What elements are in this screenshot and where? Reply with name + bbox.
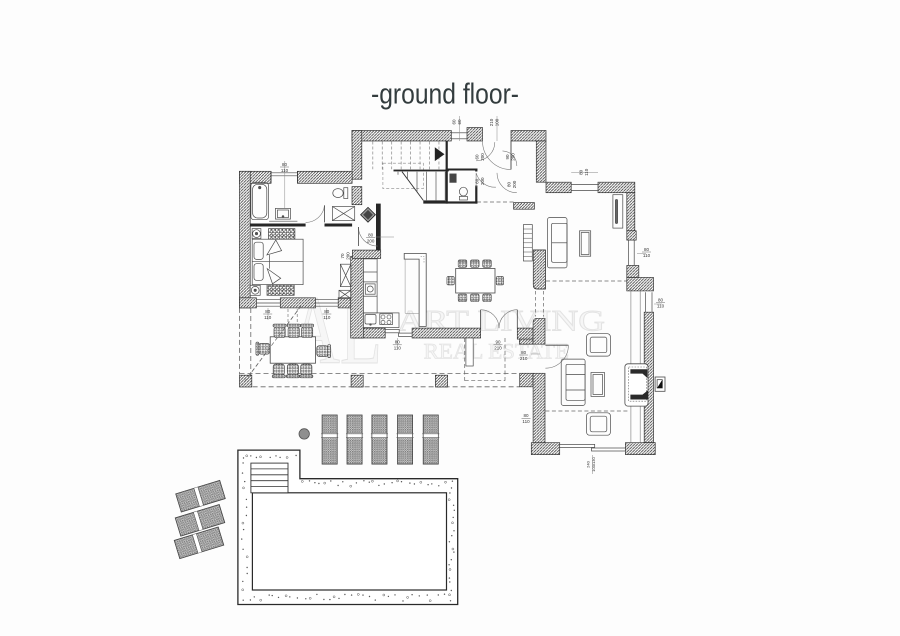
svg-text:80: 80 (644, 247, 650, 252)
svg-text:110: 110 (584, 168, 589, 176)
svg-text:110: 110 (264, 315, 272, 320)
svg-text:240: 240 (586, 460, 591, 467)
svg-text:200: 200 (480, 177, 485, 185)
svg-text:200: 200 (367, 238, 375, 243)
svg-text:-ground floor-: -ground floor- (371, 78, 519, 110)
svg-text:80: 80 (265, 309, 271, 314)
svg-text:80: 80 (368, 232, 374, 237)
svg-text:80: 80 (579, 169, 584, 175)
svg-text:200: 200 (346, 252, 351, 260)
svg-text:200: 200 (480, 153, 485, 161)
svg-text:200: 200 (512, 180, 517, 188)
svg-text:80: 80 (521, 350, 527, 355)
svg-text:110: 110 (643, 253, 651, 258)
svg-text:70: 70 (340, 253, 345, 259)
svg-text:60: 60 (474, 154, 479, 160)
svg-text:210: 210 (494, 346, 502, 351)
svg-text:60: 60 (452, 119, 457, 125)
svg-text:110: 110 (281, 168, 289, 173)
svg-text:210: 210 (489, 118, 494, 126)
svg-text:80: 80 (658, 297, 664, 302)
svg-text:90: 90 (495, 340, 501, 345)
svg-text:90: 90 (505, 154, 510, 160)
svg-text:80: 80 (395, 340, 401, 345)
svg-text:100/130: 100/130 (591, 457, 596, 472)
svg-text:80: 80 (523, 413, 529, 418)
svg-text:60: 60 (457, 119, 462, 125)
svg-text:110: 110 (323, 315, 331, 320)
svg-text:200: 200 (511, 153, 516, 161)
svg-text:110: 110 (394, 346, 402, 351)
svg-text:210: 210 (520, 356, 528, 361)
svg-text:110: 110 (522, 419, 530, 424)
svg-text:80: 80 (324, 309, 330, 314)
svg-text:100: 100 (495, 118, 500, 126)
svg-text:110: 110 (657, 303, 665, 308)
svg-text:80: 80 (282, 162, 288, 167)
svg-text:60: 60 (474, 178, 479, 184)
svg-text:80: 80 (506, 182, 511, 188)
